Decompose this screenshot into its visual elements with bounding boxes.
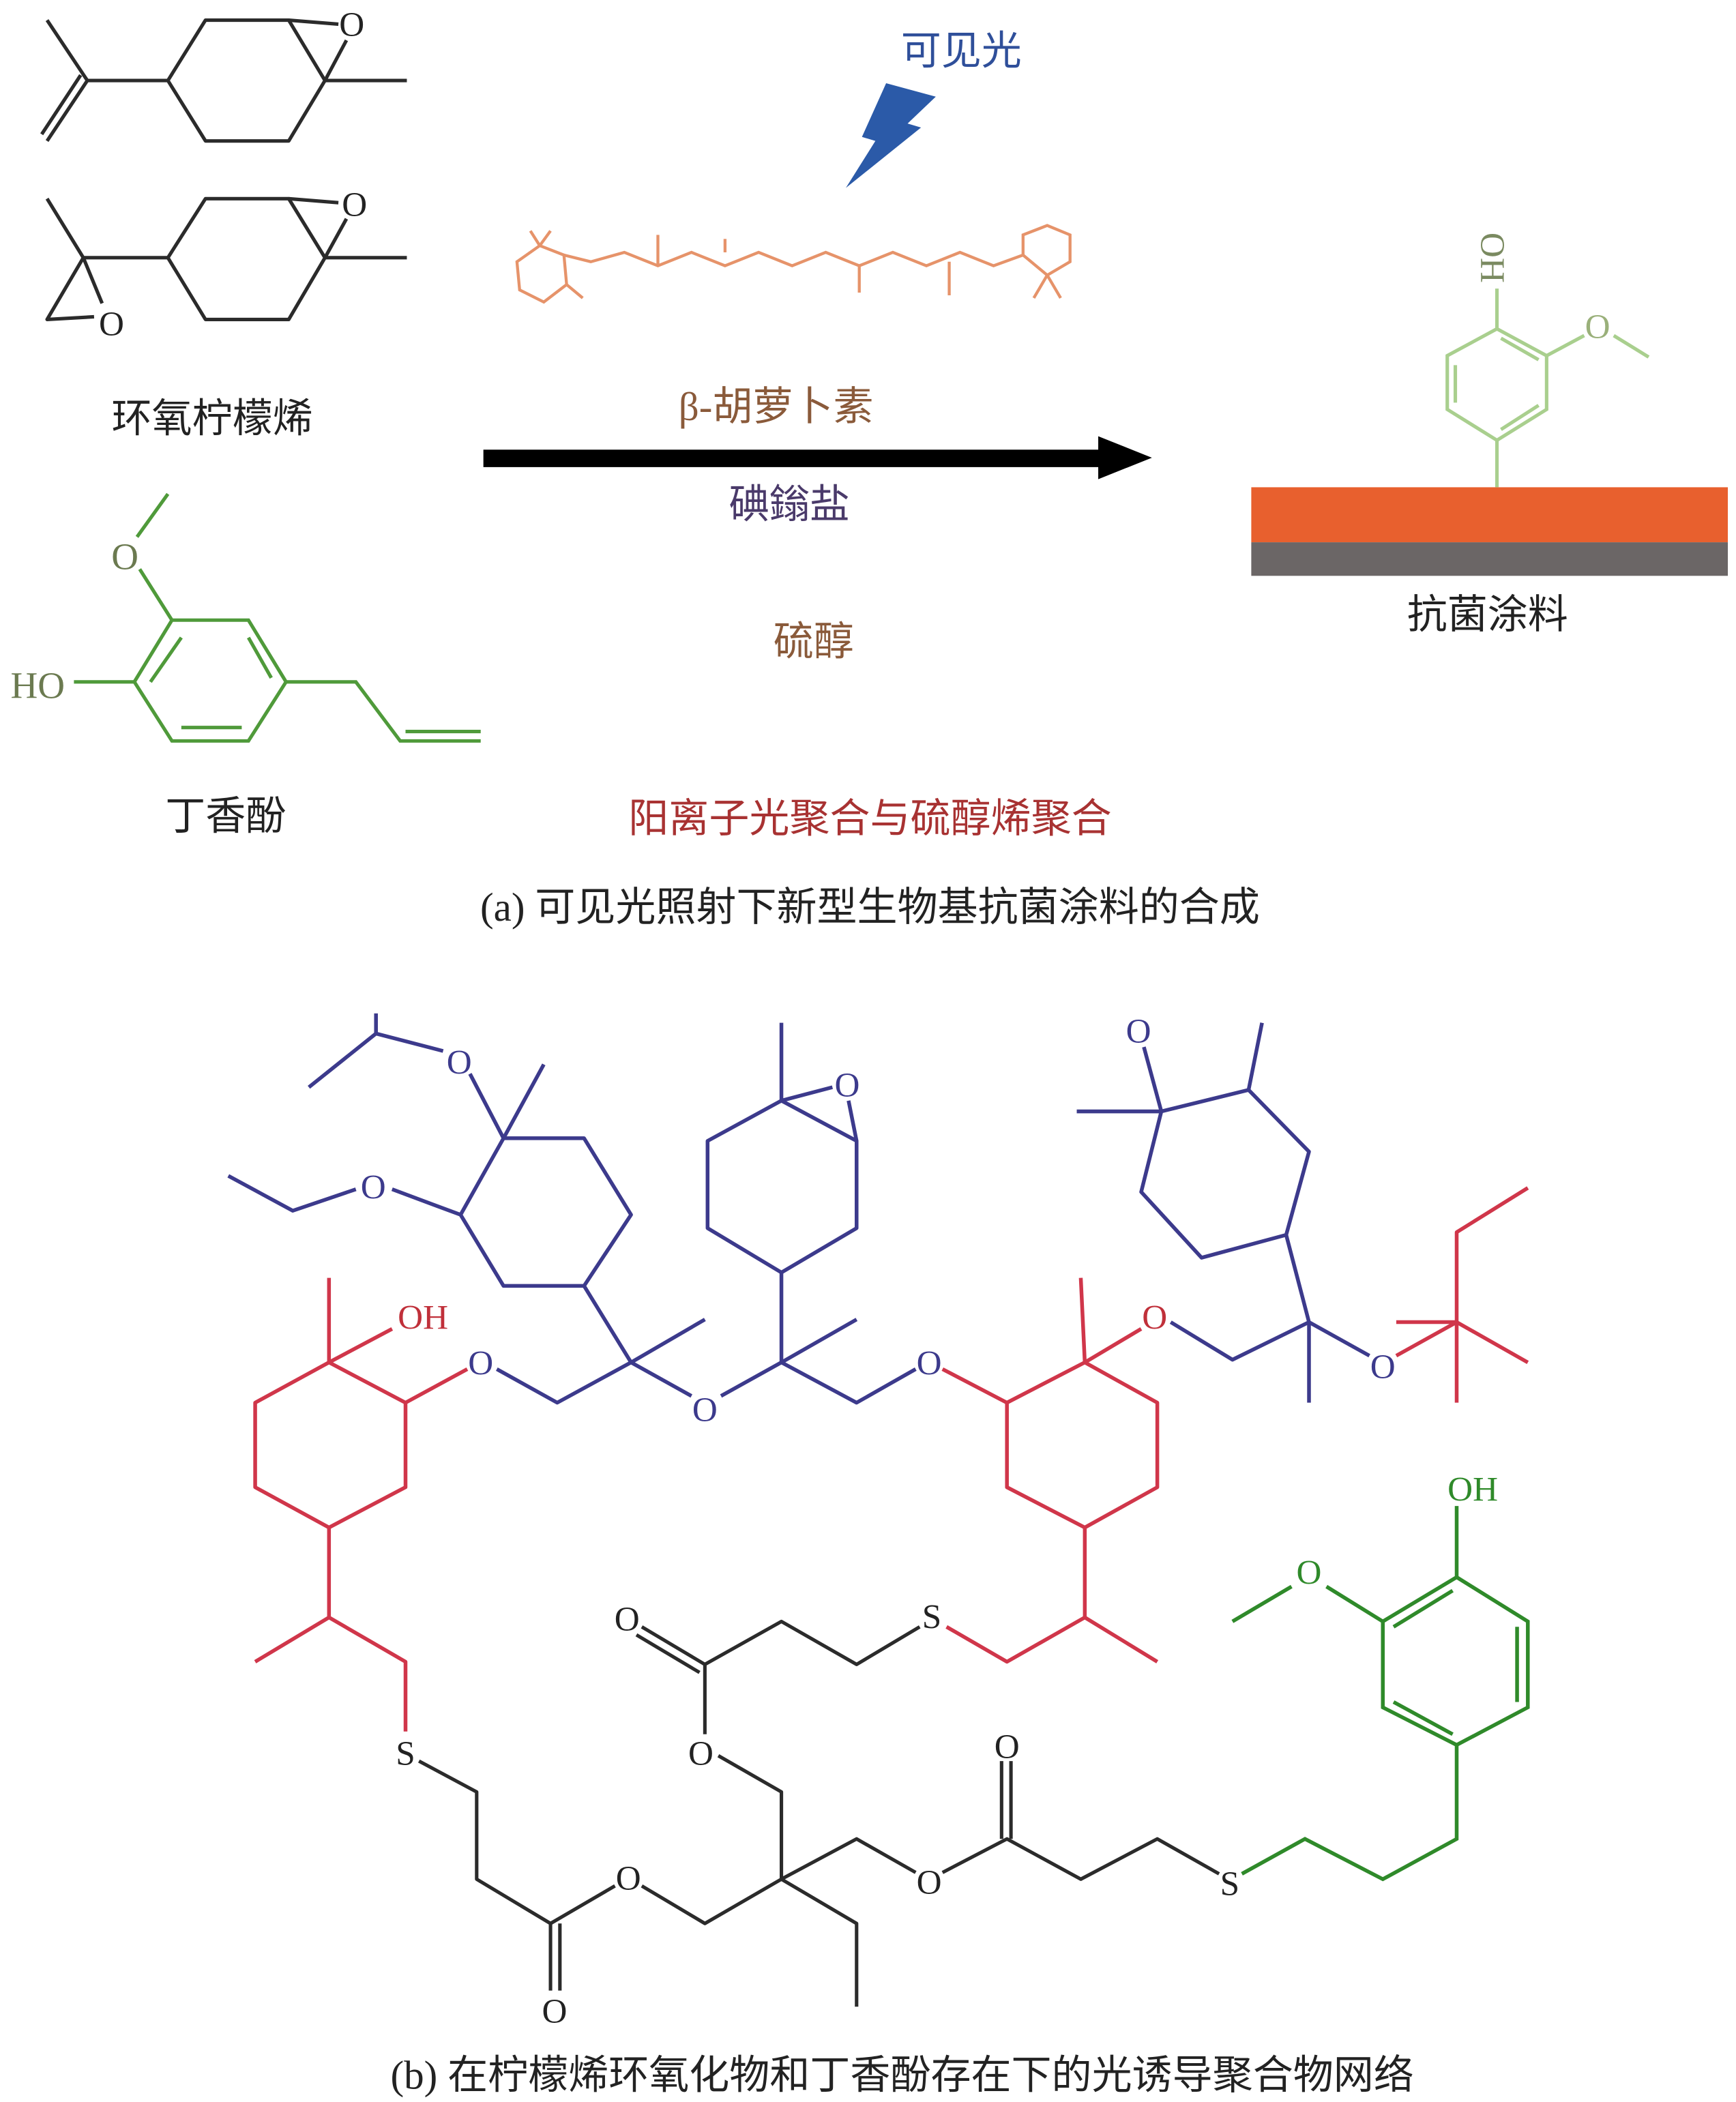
hydroxyl-label: OH	[1447, 1470, 1498, 1509]
limonene-dioxide-bottom: O O	[45, 186, 407, 344]
oxygen-label: O	[542, 1992, 567, 2031]
sulfur-label: S	[396, 1734, 415, 1773]
hydroxyl-label: HO	[10, 664, 65, 706]
caption-a: (a) 可见光照射下新型生物基抗菌涂料的合成	[480, 885, 1260, 930]
lightning-bolt-icon	[846, 83, 936, 188]
beta-carotene-structure	[515, 224, 1072, 304]
antibacterial-coating-label: 抗菌涂料	[1407, 592, 1568, 637]
oxygen-label: O	[447, 1043, 472, 1082]
coating-layer	[1251, 487, 1728, 543]
oxygen-label: O	[1142, 1298, 1167, 1337]
oxygen-label: O	[616, 1859, 641, 1898]
eugenol-unit: OH O	[1231, 1470, 1530, 1882]
oxygen-label: O	[339, 5, 364, 44]
sulfur-label: S	[922, 1597, 941, 1636]
oxygen-label: O	[111, 535, 138, 577]
eugenol-structure: O HO	[10, 492, 481, 743]
oxygen-label: O	[615, 1600, 640, 1639]
visible-light-label: 可见光	[901, 28, 1022, 73]
oxygen-label: O	[917, 1344, 942, 1382]
reaction-arrow	[483, 436, 1152, 479]
oxygen-label: O	[1370, 1348, 1396, 1387]
substrate-layer	[1251, 542, 1728, 576]
thiol-crosslinker: S O O O O S O O S	[396, 1597, 1239, 2031]
oxygen-label: O	[1585, 308, 1610, 346]
thiol-label: 硫醇	[774, 619, 854, 664]
beta-carotene-label: β-胡萝卜素	[679, 384, 874, 429]
hydroxyl-label: OH	[1473, 233, 1512, 283]
oxygen-label: O	[835, 1066, 860, 1105]
oxygen-label: O	[342, 186, 367, 224]
iodonium-salt-label: 碘鎓盐	[729, 482, 850, 527]
oxygen-label: O	[468, 1344, 493, 1382]
caption-b: (b) 在柠檬烯环氧化物和丁香酚存在下的光诱导聚合物网络	[391, 2052, 1414, 2097]
oxygen-label: O	[99, 305, 124, 344]
oxygen-label: O	[361, 1168, 386, 1207]
red-ring-units: O OH	[253, 1186, 1529, 1732]
eugenol-label: 丁香酚	[165, 793, 286, 838]
oxygen-label: O	[688, 1734, 713, 1773]
oxygen-label: O	[995, 1728, 1020, 1766]
oxygen-label: O	[1297, 1553, 1322, 1592]
oxygen-label: O	[692, 1391, 718, 1430]
limonene-dioxide-top: O	[40, 5, 407, 143]
limonene-units: O O O O O O O O	[227, 1012, 1396, 1430]
sulfur-label: S	[1220, 1865, 1239, 1904]
limonene-epoxide-label: 环氧柠檬烯	[112, 396, 313, 441]
oxygen-label: O	[917, 1863, 942, 1902]
coated-substrate: OH O	[1251, 233, 1728, 576]
polymerization-label: 阳离子光聚合与硫醇烯聚合	[628, 796, 1111, 841]
hydroxyl-label: OH	[398, 1298, 448, 1337]
oxygen-label: O	[1126, 1012, 1151, 1051]
